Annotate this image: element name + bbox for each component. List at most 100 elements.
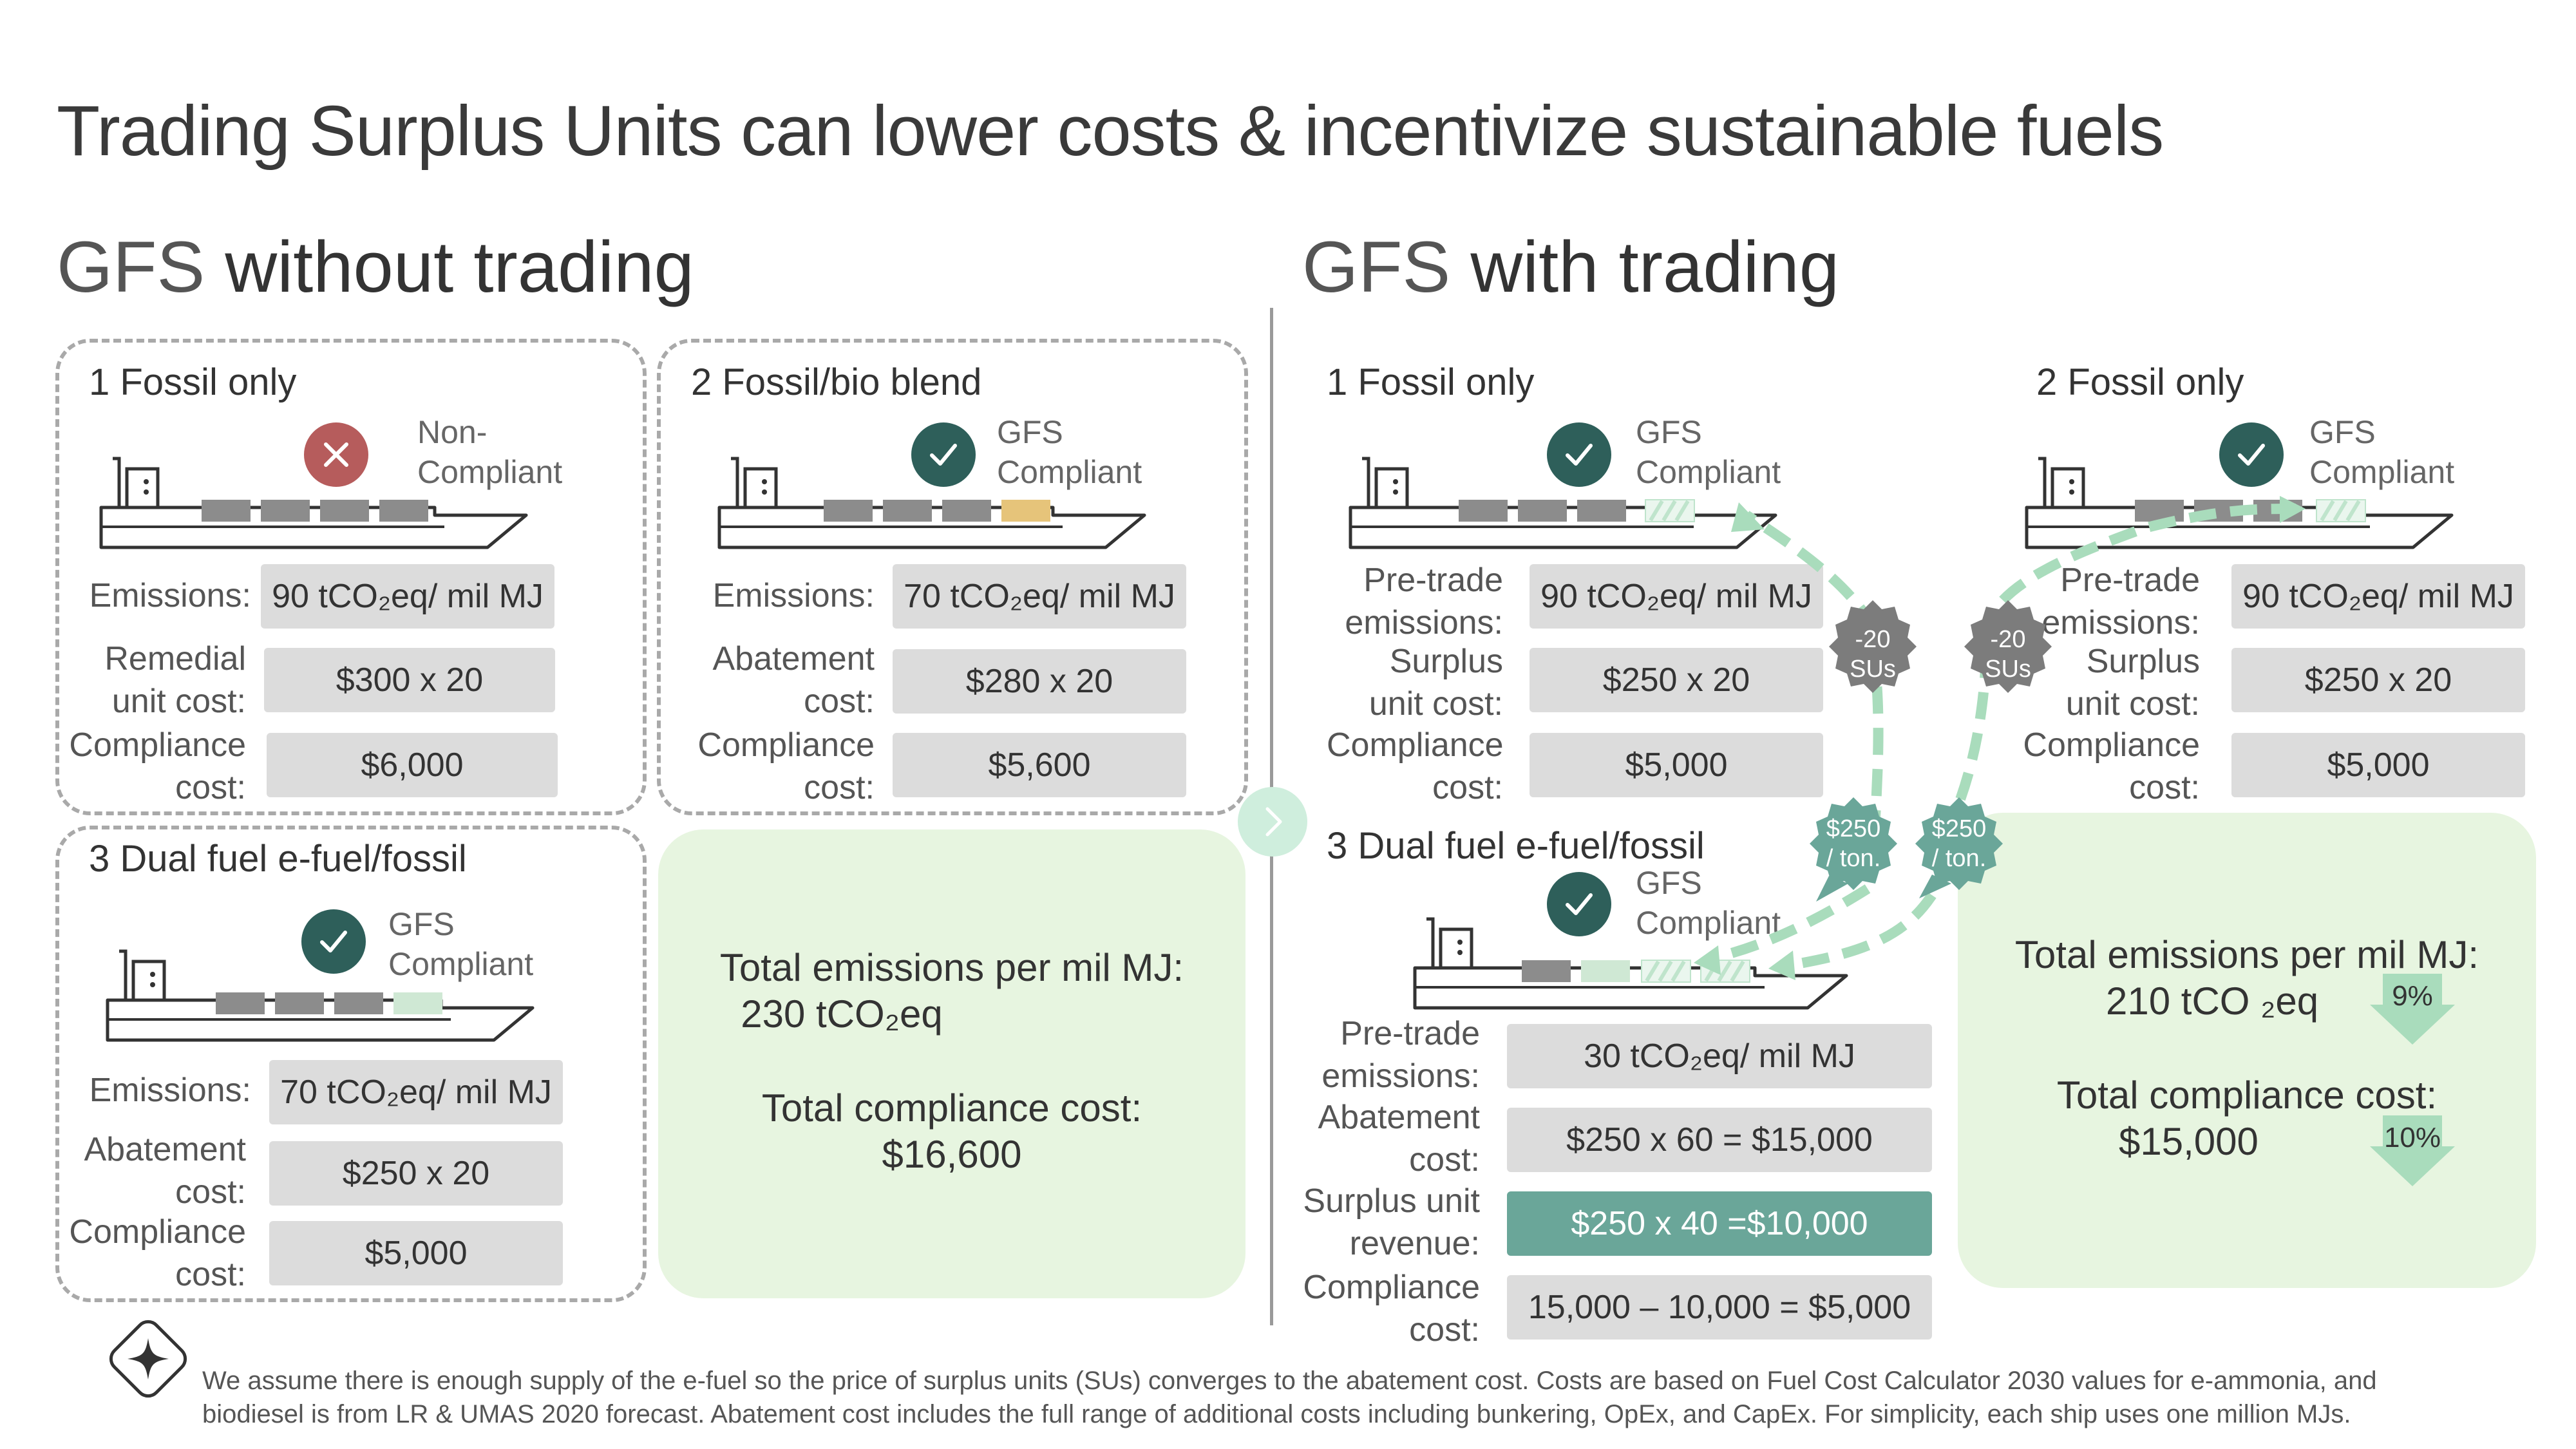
fossil-container	[216, 992, 265, 1014]
footnote-line1: We assume there is enough supply of the …	[202, 1367, 2377, 1395]
box3-value-emissions: 70 tCO₂eq/ mil MJ	[269, 1060, 563, 1124]
bio-container	[1001, 500, 1050, 522]
check-icon	[1547, 872, 1611, 936]
ship3-title: 3 Dual fuel e-fuel/fossil	[1327, 825, 1705, 867]
ship3-value-abatement: $250 x 60 = $15,000	[1507, 1108, 1932, 1172]
su-badge-right	[1964, 600, 2052, 693]
payment-arrow-1	[1705, 884, 1871, 965]
check-icon	[301, 909, 366, 974]
ship2-title: 2 Fossil only	[2036, 361, 2244, 403]
fossil-container	[1577, 500, 1626, 522]
ship1-title: 1 Fossil only	[1327, 361, 1535, 403]
box2-label-emissions: Emissions:	[712, 577, 875, 614]
fossil-container	[883, 500, 932, 522]
left-section-title: GFS without trading	[57, 225, 694, 308]
footnote: We assume there is enough supply of the …	[202, 1364, 2559, 1431]
decrease-arrow-icon	[2370, 1115, 2455, 1186]
right-section-title: GFS with trading	[1302, 225, 1839, 308]
payment-arrow-2	[1783, 892, 1937, 971]
su-badge-left	[1829, 600, 1917, 693]
ship1-value-surplus: $250 x 20	[1530, 648, 1823, 712]
arrowhead-icon	[1768, 951, 1795, 980]
next-arrow-icon	[1238, 787, 1307, 857]
left-total-cost-label: Total compliance cost:	[761, 1086, 1142, 1130]
right-total-emissions-value: 210 tCO ₂eq	[2106, 980, 2319, 1023]
arrowhead-icon	[1731, 502, 1765, 532]
left-total-cost-value: $16,600	[882, 1133, 1022, 1176]
price-badge-left	[1810, 797, 1897, 902]
arrowhead-icon	[2280, 496, 2306, 523]
right-total-cost-value: $15,000	[2119, 1120, 2259, 1163]
price-badge-right-text: $250/ ton.	[1931, 815, 1987, 872]
page-title: Trading Surplus Units can lower costs & …	[57, 91, 2164, 171]
ship3-value-revenue: $250 x 40 =$10,000	[1507, 1191, 1932, 1256]
box1-value-remedial: $300 x 20	[264, 648, 555, 712]
price-badge-left-text: $250/ ton.	[1826, 815, 1881, 872]
fossil-container	[261, 500, 310, 522]
efuel-container	[1581, 960, 1630, 982]
box1-status: Non-Compliant	[417, 414, 563, 490]
fossil-container	[1518, 500, 1567, 522]
sparkle-icon	[109, 1320, 187, 1398]
ship-icon	[99, 457, 528, 549]
ship1-value-emissions: 90 tCO₂eq/ mil MJ	[1530, 564, 1823, 629]
non-compliant-icon	[304, 422, 368, 487]
ship-icon	[1413, 917, 1848, 1010]
fossil-container	[2135, 500, 2184, 522]
box3-title: 3 Dual fuel e-fuel/fossil	[89, 838, 467, 880]
decrease-arrow-icon	[2370, 974, 2455, 1045]
fossil-container	[379, 500, 428, 522]
box1-value-compliance: $6,000	[267, 733, 558, 797]
right-total-emissions-label: Total emissions per mil MJ:	[2014, 933, 2479, 976]
emissions-reduction-pct: 9%	[2392, 980, 2433, 1012]
cost-reduction-pct: 10%	[2383, 1122, 2441, 1153]
fossil-container	[1459, 500, 1508, 522]
check-icon	[2219, 422, 2284, 487]
ship3-value-emissions: 30 tCO₂eq/ mil MJ	[1507, 1024, 1932, 1088]
fossil-container	[275, 992, 324, 1014]
efuel-container	[393, 992, 442, 1014]
fossil-container	[334, 992, 383, 1014]
fossil-container	[824, 500, 873, 522]
ship-icon	[1349, 457, 1777, 549]
left-heading-rest: without trading	[205, 227, 694, 307]
ship2-value-compliance: $5,000	[2231, 733, 2525, 797]
ship2-value-emissions: 90 tCO₂eq/ mil MJ	[2231, 564, 2525, 629]
box3-value-abatement: $250 x 20	[269, 1141, 563, 1206]
box2-value-abatement: $280 x 20	[893, 649, 1186, 714]
left-total-emissions-label: Total emissions per mil MJ:	[719, 946, 1184, 989]
fossil-container	[1522, 960, 1571, 982]
right-summary-panel	[1958, 813, 2536, 1288]
fossil-container	[202, 500, 251, 522]
box3-label-emissions: Emissions:	[89, 1072, 251, 1109]
fossil-container	[942, 500, 991, 522]
left-total-emissions-value: 230 tCO₂eq	[741, 992, 943, 1036]
fossil-container	[320, 500, 369, 522]
check-icon	[1547, 422, 1611, 487]
box3-value-compliance: $5,000	[269, 1221, 563, 1285]
right-total-cost-label: Total compliance cost:	[2056, 1074, 2438, 1117]
trade-arrow-to-ship2	[1940, 504, 2297, 840]
ship2-value-surplus: $250 x 20	[2231, 648, 2525, 712]
